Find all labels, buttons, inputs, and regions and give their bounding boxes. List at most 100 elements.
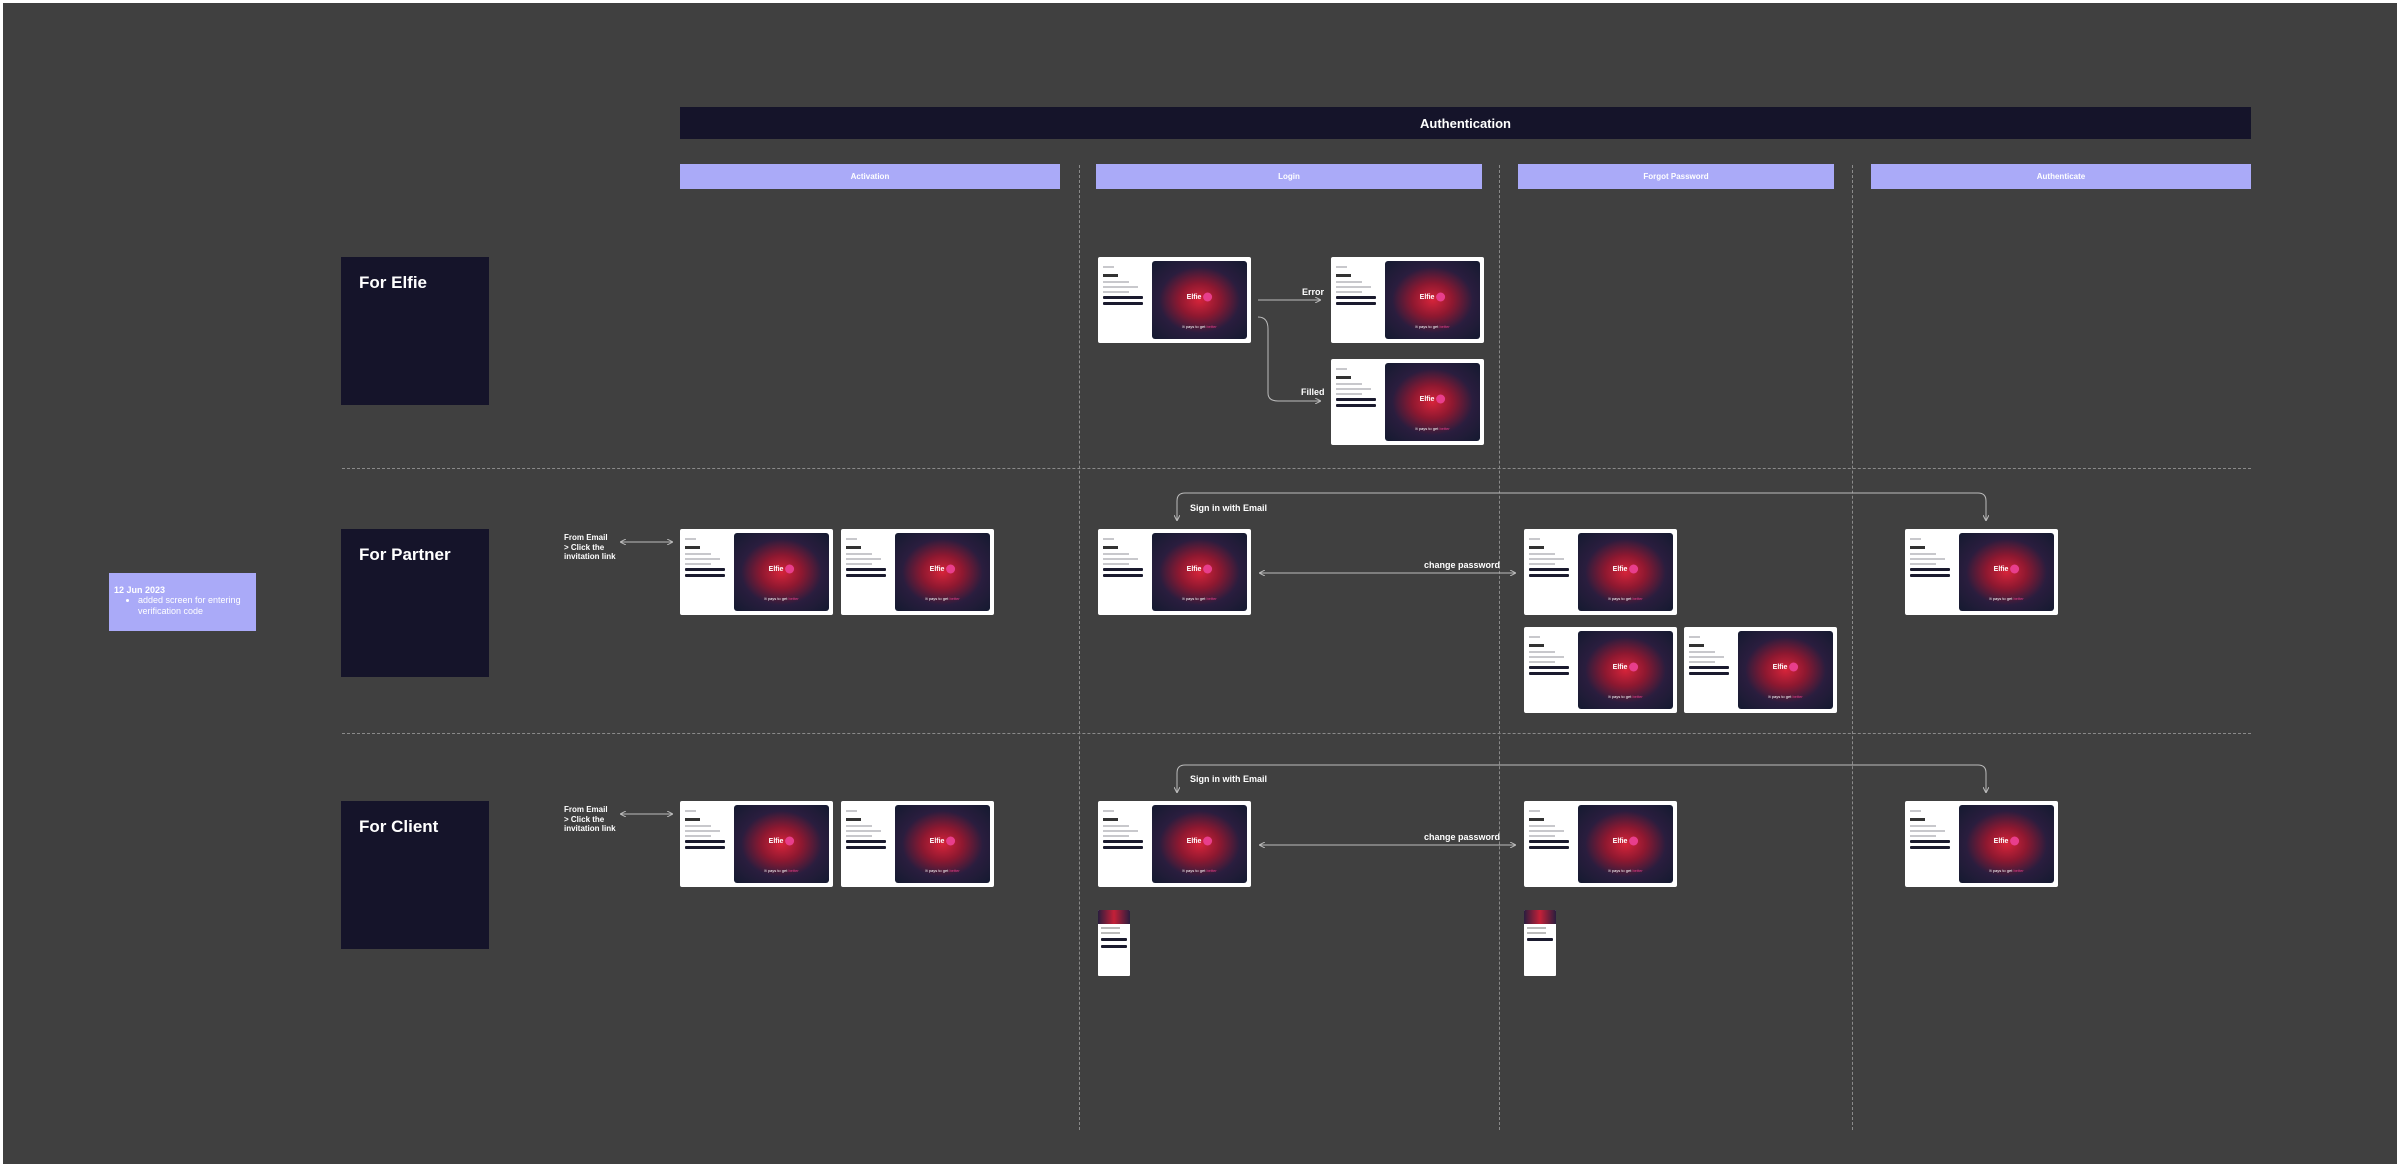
- column-header-activation: Activation: [680, 164, 1060, 189]
- placeholder-line: [685, 825, 712, 827]
- placeholder-line: [1910, 538, 1921, 540]
- mobile-screen-thumbnail-forgot-password[interactable]: [1524, 910, 1556, 976]
- placeholder-line: [1103, 538, 1114, 540]
- column-header-login: Login: [1096, 164, 1482, 189]
- role-card-client[interactable]: For Client: [341, 801, 489, 949]
- placeholder-line: [1529, 636, 1540, 638]
- role-card-elfie[interactable]: For Elfie: [341, 257, 489, 405]
- placeholder-title: [1336, 376, 1352, 379]
- tagline-accent: better: [1206, 868, 1217, 873]
- form-placeholder: [1103, 535, 1147, 580]
- tagline-start: It pays to get: [1182, 868, 1206, 873]
- screen-thumbnail-login[interactable]: Elfie It pays to get better: [1098, 801, 1251, 887]
- from-email-line: From Email: [564, 805, 608, 814]
- placeholder-line: [1689, 636, 1700, 638]
- placeholder-button: [685, 840, 725, 843]
- placeholder-line: [1527, 927, 1547, 929]
- placeholder-title: [1103, 546, 1119, 549]
- brand-logo: Elfie: [1612, 836, 1639, 846]
- brand-logo: Elfie: [1613, 662, 1639, 672]
- brand-mark-icon: [1629, 662, 1639, 672]
- tagline: It pays to get better: [1415, 426, 1449, 431]
- placeholder-line: [1910, 810, 1921, 812]
- from-email-line: > Click the: [564, 814, 605, 824]
- note-date: 12 Jun 2023: [114, 585, 166, 595]
- brand-logo: Elfie: [1187, 564, 1213, 574]
- placeholder-line: [1910, 835, 1937, 837]
- mobile-hero-image: [1524, 910, 1556, 924]
- brand-mark-icon: [2010, 836, 2020, 846]
- brand-name: Elfie: [1186, 837, 1202, 845]
- column-header-authenticate: Authenticate: [1871, 164, 2251, 189]
- tagline-start: It pays to get: [1989, 868, 2013, 873]
- placeholder-button: [1529, 574, 1569, 577]
- placeholder-line: [846, 835, 873, 837]
- tagline-start: It pays to get: [1182, 324, 1206, 329]
- tagline: It pays to get better: [1608, 694, 1642, 699]
- column-divider: [1079, 165, 1080, 1130]
- placeholder-line: [846, 563, 873, 565]
- tagline-start: It pays to get: [1182, 596, 1206, 601]
- from-email-line: > Click the: [564, 542, 605, 552]
- brand-name: Elfie: [1186, 293, 1202, 301]
- tagline-accent: better: [1632, 694, 1643, 699]
- placeholder-line: [846, 538, 857, 540]
- placeholder-title: [1103, 818, 1119, 821]
- placeholder-title: [1529, 644, 1545, 647]
- brand-mark-icon: [785, 836, 795, 846]
- tagline: It pays to get better: [764, 868, 798, 873]
- brand-mark-icon: [946, 564, 956, 574]
- placeholder-line: [1336, 291, 1363, 293]
- placeholder-line: [1910, 563, 1937, 565]
- from-email-line: invitation link: [564, 824, 616, 834]
- form-placeholder: [1689, 633, 1733, 678]
- placeholder-title: [846, 818, 862, 821]
- role-card-partner[interactable]: For Partner: [341, 529, 489, 677]
- placeholder-button: [1529, 672, 1569, 675]
- flow-label-sign-in-email: Sign in with Email: [1190, 774, 1268, 784]
- brand-logo: Elfie: [930, 564, 956, 574]
- brand-name: Elfie: [929, 837, 945, 845]
- placeholder-button: [1529, 666, 1569, 669]
- placeholder-line: [1910, 830, 1946, 832]
- brand-name: Elfie: [1993, 565, 2009, 573]
- mobile-screen-thumbnail-login[interactable]: [1098, 910, 1130, 976]
- changelog-note[interactable]: 12 Jun 2023 added screen for entering ve…: [109, 573, 256, 631]
- brand-name: Elfie: [1612, 837, 1628, 845]
- placeholder-button: [1529, 840, 1569, 843]
- screen-thumbnail-forgot-password-sent[interactable]: Elfie It pays to get better: [1524, 627, 1677, 713]
- tagline-start: It pays to get: [1608, 596, 1632, 601]
- placeholder-button: [1103, 840, 1143, 843]
- flow-label-from-email: From Email > Click the invitation link: [564, 805, 616, 834]
- note-item: added screen for entering verification c…: [138, 595, 256, 616]
- placeholder-line: [1529, 661, 1556, 663]
- placeholder-button: [1336, 296, 1376, 299]
- brand-logo: Elfie: [1613, 564, 1639, 574]
- flow-label-from-email: From Email > Click the invitation link: [564, 533, 616, 562]
- placeholder-button: [1689, 666, 1729, 669]
- form-placeholder: [685, 535, 729, 580]
- form-placeholder: [1336, 263, 1380, 308]
- design-canvas[interactable]: Authentication Activation Login Forgot P…: [3, 3, 2397, 1164]
- row-divider: [342, 468, 2251, 469]
- hero-image: Elfie It pays to get better: [1578, 631, 1673, 709]
- placeholder-button: [1529, 568, 1569, 571]
- tagline-start: It pays to get: [1608, 868, 1632, 873]
- tagline-accent: better: [788, 868, 799, 873]
